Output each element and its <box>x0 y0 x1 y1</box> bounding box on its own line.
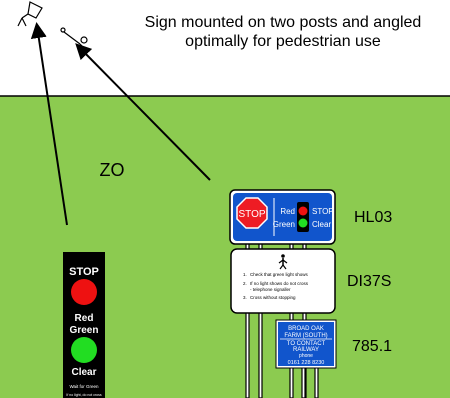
sky <box>0 0 450 96</box>
caption-line-2: optimally for pedestrian use <box>185 33 381 50</box>
clear-label: Clear <box>312 220 331 229</box>
side-green-text: Green <box>70 325 99 336</box>
green-label: Green <box>273 220 295 229</box>
instruction-text-2b: - telephone signaller <box>250 287 291 292</box>
contact-line-6: 0161 228 8230 <box>288 360 325 366</box>
contact-sign: BROAD OAK FARM (SOUTH) TO CONTACT RAILWA… <box>275 319 337 369</box>
green-light-icon <box>298 218 308 228</box>
side-stop-text: STOP <box>69 266 99 278</box>
side-signal-sign: STOP Red Green Clear Wait for Green If n… <box>63 252 105 398</box>
side-footer-text: If no light, do not cross <box>66 393 101 397</box>
contact-line-1: BROAD OAK <box>288 326 324 332</box>
contact-sign-code: 785.1 <box>352 338 392 355</box>
instruction-text-3: Cross without stopping <box>250 295 296 300</box>
main-crossing-sign: STOP Red Green STOP Clear <box>229 189 336 245</box>
red-label: Red <box>280 207 295 216</box>
main-sign-code: HL03 <box>354 209 392 226</box>
pedestrian-figure-icon <box>17 1 43 27</box>
contact-line-3: TO CONTACT <box>287 341 326 347</box>
side-green-light-icon <box>71 337 97 363</box>
sightline-arrow-left <box>30 22 68 226</box>
instruction-num-1: 1. <box>243 272 247 277</box>
contact-line-4: RAILWAY <box>293 347 319 353</box>
side-red-text: Red <box>75 313 94 324</box>
caption-line-1: Sign mounted on two posts and angled <box>145 14 422 31</box>
red-light-icon <box>298 206 308 216</box>
pedestrian-icon <box>278 254 288 270</box>
contact-line-2: FARM (SOUTH) <box>284 333 327 339</box>
instruction-text-2: If no light shows do not cross <box>250 281 309 286</box>
instruction-num-3: 3. <box>243 295 247 300</box>
stop-label: STOP <box>312 207 334 216</box>
sightline-arrow-right <box>75 43 211 181</box>
stop-octagon-icon <box>236 197 268 229</box>
instruction-text-1: Check that green light shows <box>250 272 309 277</box>
side-wait-text: Wait for Green <box>69 384 99 389</box>
instruction-sign-code: DI37S <box>347 273 391 290</box>
stop-octagon-text: STOP <box>238 209 265 220</box>
instruction-sign: 1. Check that green light shows 2. If no… <box>230 248 336 314</box>
side-clear-text: Clear <box>71 367 96 378</box>
zone-label: ZO <box>100 160 125 180</box>
instruction-num-2: 2. <box>243 281 247 286</box>
side-red-light-icon <box>71 279 97 305</box>
contact-line-5: phone <box>299 353 313 359</box>
